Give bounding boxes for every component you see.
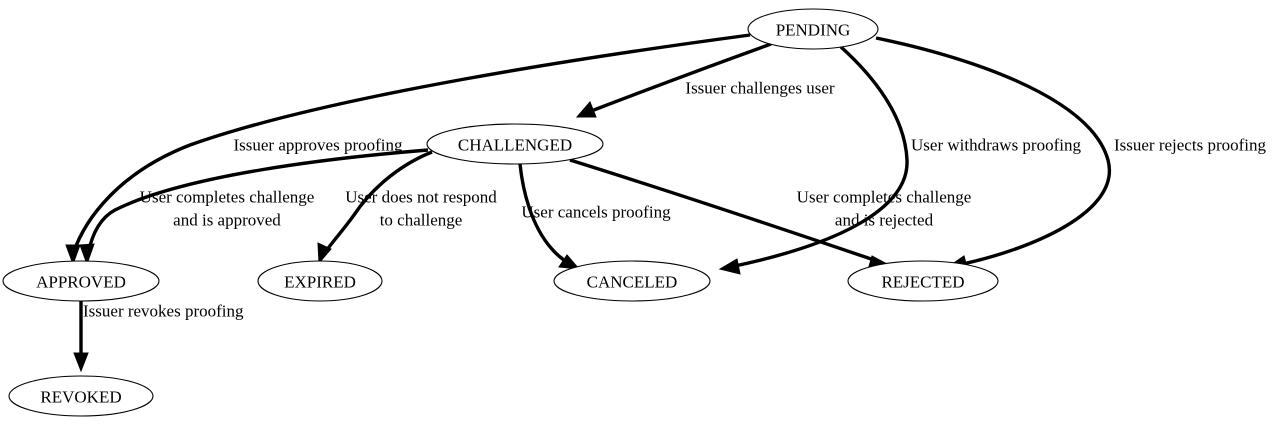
node-revoked-label: REVOKED: [40, 388, 121, 407]
node-canceled-ellipse: [553, 260, 711, 302]
edge-challenged-approved-label-line2: and is approved: [173, 211, 281, 230]
edge-pending-canceled-arrowhead: [718, 258, 741, 275]
node-challenged-ellipse: [426, 123, 604, 165]
node-canceled-label: CANCELED: [587, 273, 678, 292]
edge-pending-canceled-label: User withdraws proofing: [911, 136, 1081, 155]
node-revoked[interactable]: REVOKED: [8, 375, 154, 417]
node-revoked-ellipse: [8, 375, 154, 417]
edge-challenged-approved[interactable]: User completes challenge and is approved: [79, 148, 429, 266]
node-expired-ellipse: [257, 260, 383, 302]
node-approved[interactable]: APPROVED: [2, 260, 160, 302]
edge-challenged-rejected-label-line1: User completes challenge: [797, 188, 972, 207]
edge-challenged-canceled-arrowhead: [558, 254, 581, 270]
edge-challenged-expired[interactable]: User does not respond to challenge: [317, 150, 497, 265]
edge-challenged-rejected-path: [569, 158, 878, 263]
node-approved-ellipse: [2, 260, 160, 302]
edge-pending-approved-label: Issuer approves proofing: [233, 136, 403, 155]
edge-pending-approved[interactable]: Issuer approves proofing: [65, 33, 751, 266]
node-expired[interactable]: EXPIRED: [257, 260, 383, 302]
node-rejected-label: REJECTED: [881, 273, 964, 292]
edge-challenged-approved-label-line1: User completes challenge: [140, 188, 315, 207]
edge-challenged-rejected-label-line2: and is rejected: [835, 211, 934, 230]
edge-pending-challenged-label: Issuer challenges user: [685, 79, 835, 98]
edge-approved-revoked-arrowhead: [73, 352, 89, 373]
node-canceled[interactable]: CANCELED: [553, 260, 711, 302]
edge-challenged-expired-label-line1: User does not respond: [345, 188, 497, 207]
node-approved-label: APPROVED: [36, 273, 126, 292]
node-rejected[interactable]: REJECTED: [847, 260, 999, 302]
node-expired-label: EXPIRED: [284, 273, 356, 292]
edge-pending-rejected-label: Issuer rejects proofing: [1114, 136, 1267, 155]
edge-challenged-canceled[interactable]: User cancels proofing: [518, 163, 671, 270]
edge-challenged-canceled-label: User cancels proofing: [521, 203, 671, 222]
node-challenged-label: CHALLENGED: [458, 136, 572, 155]
node-pending-ellipse: [747, 8, 879, 50]
edge-challenged-expired-label-line2: to challenge: [380, 211, 463, 230]
edge-challenged-rejected[interactable]: User completes challenge and is rejected: [569, 158, 972, 271]
edge-challenged-approved-arrowhead: [79, 243, 95, 266]
nodes-layer: PENDING CHALLENGED APPROVED EXPIRED CANC…: [2, 8, 999, 417]
edge-pending-rejected-path: [875, 36, 1112, 267]
edge-pending-challenged-arrowhead: [575, 101, 597, 118]
edge-approved-revoked-label: Issuer revokes proofing: [83, 302, 244, 321]
node-rejected-ellipse: [847, 260, 999, 302]
edge-challenged-expired-path: [322, 150, 433, 255]
edge-pending-rejected[interactable]: Issuer rejects proofing: [875, 36, 1267, 272]
edge-pending-approved-arrowhead: [65, 244, 81, 266]
node-challenged[interactable]: CHALLENGED: [426, 123, 604, 165]
edge-pending-approved-path: [71, 33, 751, 255]
node-pending-label: PENDING: [776, 21, 851, 40]
edge-approved-revoked[interactable]: Issuer revokes proofing: [73, 301, 244, 373]
edge-pending-challenged-path: [585, 42, 772, 115]
edge-challenged-expired-arrowhead: [317, 242, 332, 265]
edge-pending-challenged[interactable]: Issuer challenges user: [575, 42, 835, 118]
edge-challenged-approved-path: [86, 148, 429, 255]
node-pending[interactable]: PENDING: [747, 8, 879, 50]
edges-layer: Issuer approves proofing Issuer challeng…: [65, 33, 1267, 373]
edge-challenged-canceled-path: [518, 163, 571, 266]
